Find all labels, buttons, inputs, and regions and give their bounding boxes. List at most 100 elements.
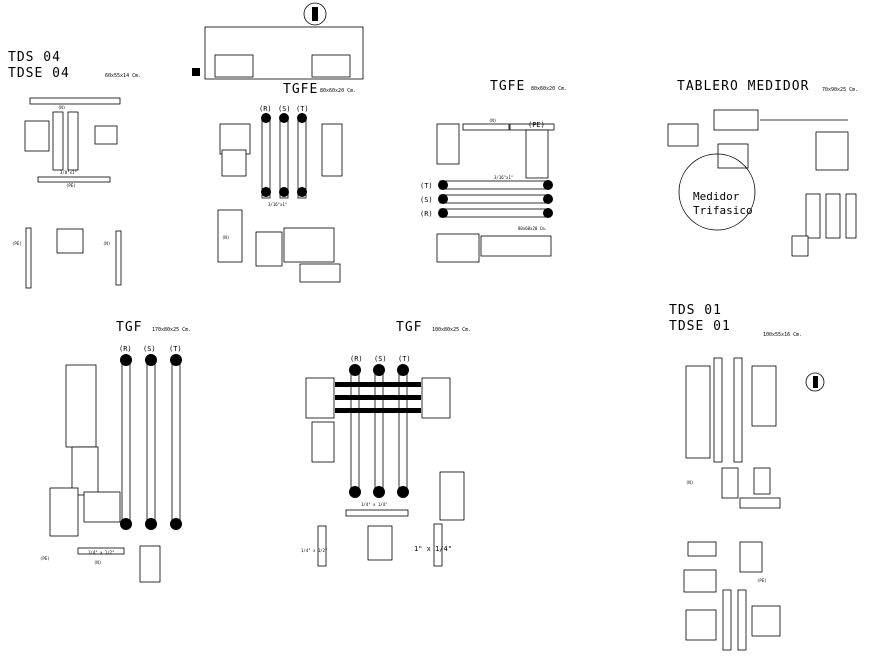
tgf-a-breaker-pair [83, 491, 121, 523]
panel-tds04: TDS 04 TDSE 04 60x55x14 Cm. (N) (PE) 3/8… [8, 50, 141, 289]
tds04-side-bar-left [25, 227, 32, 289]
tds01-breaker-column-right [751, 365, 777, 427]
tds04-neutral-bar [29, 97, 121, 105]
tds04-bar-n: (N) [58, 105, 65, 110]
medidor-meter-circle [678, 153, 756, 231]
tgf-b-breaker-left [305, 377, 335, 419]
tgfe-b-bar-pe: (PE) [528, 121, 545, 129]
tgfe-a-terminal [261, 187, 271, 197]
tgf-a-breaker-column [65, 364, 97, 448]
tds01-busbar-lower [722, 589, 732, 651]
tgf-b-terminal [349, 364, 361, 376]
tgfe-b-phase-s: (S) [420, 196, 433, 204]
tgfe-a-terminal [297, 113, 307, 123]
tgf-a-terminal [120, 354, 132, 366]
tgfe-b-terminal [438, 208, 448, 218]
tds01-title-1: TDS 01 [669, 303, 722, 318]
tds01-busbar-lower [737, 589, 747, 651]
tgfe-a-breaker-row [283, 227, 335, 263]
tds04-pe-bar [37, 176, 111, 183]
tgfe-b-phase-t: (T) [420, 182, 433, 190]
tgf-b-bar-size-2: 1" x 1/4" [414, 545, 452, 553]
tgf-b-neutral-bar [345, 509, 409, 517]
tgfe-a-terminal [279, 113, 289, 123]
tds04-bar-pe: (PE) [66, 183, 76, 188]
medidor-ground-block [791, 235, 809, 257]
medidor-meter-label-2: Trifasico [693, 204, 753, 217]
tgfe-a-breaker-group [221, 149, 247, 177]
tgf-b-detail-bar-left [317, 525, 327, 567]
tgf-a-terminal [145, 354, 157, 366]
tds04-side-pe: (PE) [12, 241, 22, 246]
tgfe-b-phase-r: (R) [420, 210, 433, 218]
tgf-b-terminal [373, 486, 385, 498]
tds04-title-1: TDS 04 [8, 50, 61, 65]
tgf-a-bar-pe: (PE) [40, 556, 50, 561]
tgfe-b-bar-size: 3/16"x1" [494, 175, 513, 180]
tgf-a-terminal [120, 518, 132, 530]
tgfe-a-neutral-bar [217, 209, 243, 263]
tds01-bar-pe: (PE) [757, 578, 767, 583]
tgfe-a-terminal [261, 113, 271, 123]
tgfe-a-busbar-t [297, 115, 307, 199]
tds04-title-2: TDSE 04 [8, 66, 70, 81]
panel-tds01: TDS 01 TDSE 01 100x55x16 Cm. (PE) (N) [669, 303, 825, 651]
tgfe-b-title: TGFE [490, 79, 525, 94]
tgf-a-bar-size: 1/4" x 1/2" [88, 550, 115, 555]
tgfe-b-busbar-t [439, 180, 551, 190]
tgfe-a-terminal [297, 187, 307, 197]
tds01-breaker-small [721, 467, 739, 499]
tds04-breaker-block-left [24, 120, 50, 152]
tgf-a-phase-t: (T) [169, 345, 182, 353]
tgfe-b-terminal [438, 194, 448, 204]
elevation-cabinet-right [311, 54, 351, 78]
tgfe-b-breaker-row [480, 235, 552, 257]
tds01-breaker-symbol-icon [805, 372, 825, 392]
medidor-block-left [667, 123, 699, 147]
tgfe-b-dims-2: 80x60x20 Cm. [518, 226, 547, 231]
tgf-b-dims: 100x80x25 Cm. [432, 327, 471, 333]
tds01-terminal-block [739, 497, 781, 509]
tgfe-a-terminal-block [299, 263, 341, 283]
tds01-breaker-group-right [739, 541, 763, 573]
panel-tgfe-b: TGFE 80x60x20 Cm. (N) (PE) (T) (S) (R) 3… [420, 79, 567, 263]
tds04-dims: 60x55x14 Cm. [105, 73, 141, 79]
tds04-side-breakers [56, 228, 84, 254]
medidor-dims: 70x90x25 Cm. [822, 87, 858, 93]
tds01-breaker-column [685, 365, 711, 459]
tgfe-a-phase-t: (T) [296, 105, 309, 113]
tds04-side-bar-right [115, 230, 122, 286]
tgf-a-terminal [170, 354, 182, 366]
tgf-b-detail-bar-right [433, 523, 443, 567]
tgfe-b-terminal [543, 194, 553, 204]
panel-tablero-medidor: TABLERO MEDIDOR 70x90x25 Cm. Medidor Tri… [667, 79, 858, 257]
panel-tgf-a: TGF 170x80x25 Cm. (R) (S) (T) 1/4" x 1/2… [40, 320, 191, 583]
tgf-b-title: TGF [396, 320, 422, 335]
tgf-a-bar-n: (N) [94, 560, 101, 565]
tgf-a-breaker-column-lower [71, 446, 99, 496]
tds04-breaker-block-right [94, 125, 118, 145]
medidor-busbar [845, 193, 857, 239]
tds01-breaker-small [753, 467, 771, 495]
tds04-side-n: (N) [103, 241, 110, 246]
tgf-a-busbar-s [146, 357, 156, 527]
tgf-b-cross-bar [335, 395, 421, 400]
tds04-busbar-1 [52, 111, 64, 171]
tgf-b-breaker-column-right [439, 471, 465, 521]
tgf-a-neutral-bar [77, 547, 125, 555]
tgfe-a-terminal [279, 187, 289, 197]
tgfe-a-bar-n: (N) [222, 235, 229, 240]
tgf-a-dims: 170x80x25 Cm. [152, 327, 191, 333]
tgf-a-phase-s: (S) [143, 345, 156, 353]
medidor-block-top [713, 109, 759, 131]
tgfe-a-breaker-lower [255, 231, 283, 267]
breaker-symbol-icon-body [312, 7, 318, 21]
tgfe-b-terminal [543, 180, 553, 190]
tgf-b-bar-size-3: 1/4" x 1/4" [361, 502, 388, 507]
tgf-a-title: TGF [116, 320, 142, 335]
tds01-main-breaker [683, 569, 717, 593]
tgfe-b-dims: 80x60x20 Cm. [531, 86, 567, 92]
medidor-meter-label-1: Medidor [693, 190, 740, 203]
elevation-cabinet-left [214, 54, 254, 78]
